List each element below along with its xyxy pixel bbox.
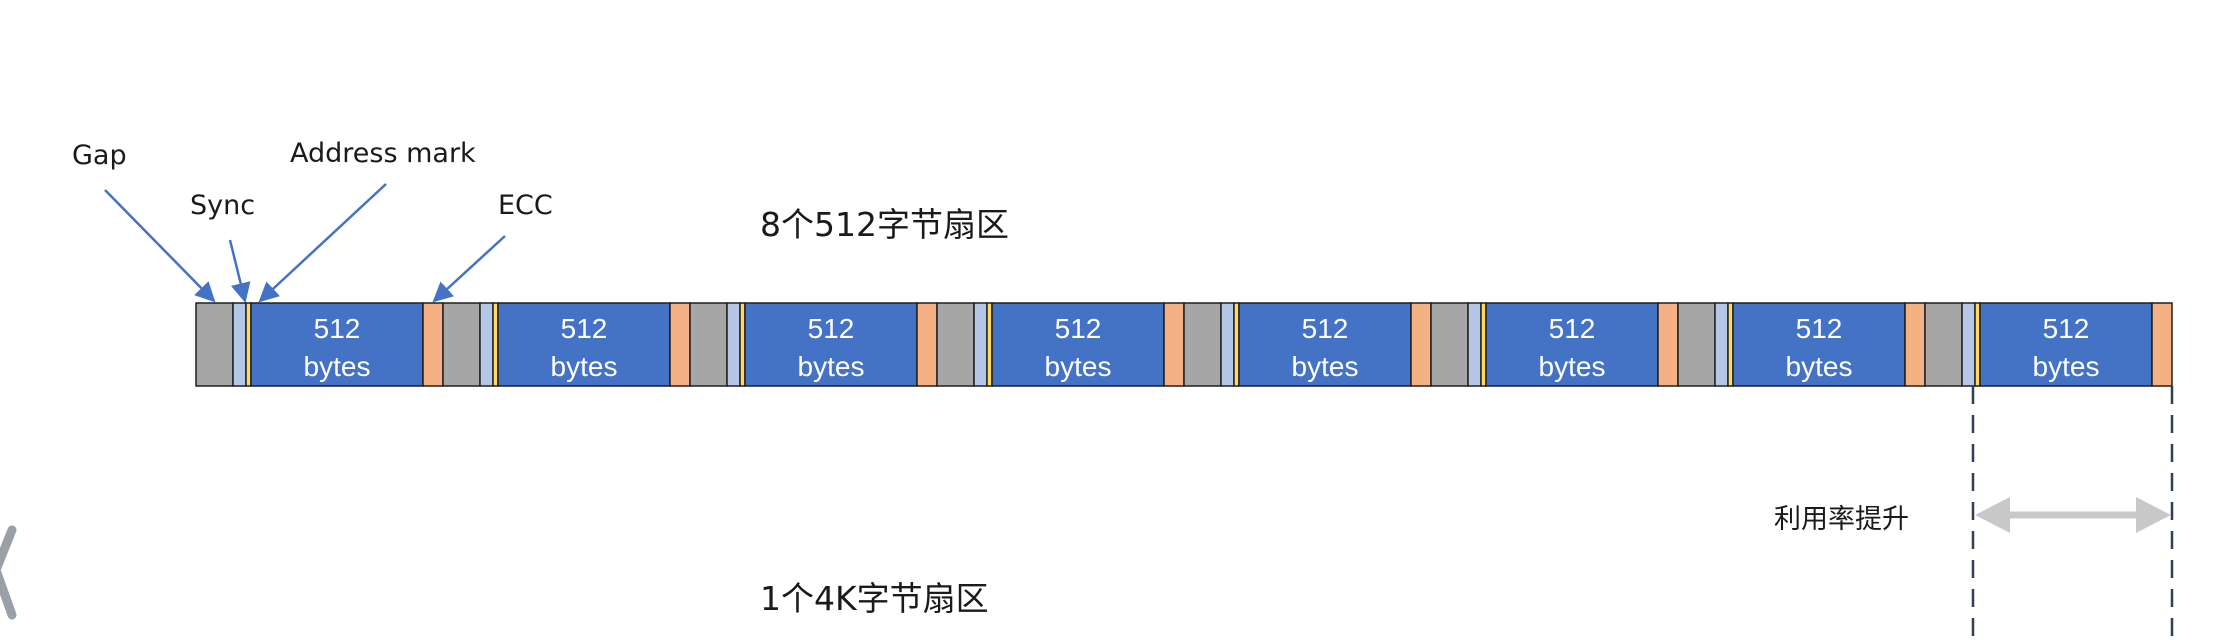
sector-bar: 512 bytes 512 bytes 512 bytes 512 bytes 512 bytes… (195, 302, 2173, 387)
ecc-callout-arrow (432, 235, 506, 303)
sector-size-value: 512 (1549, 313, 1596, 344)
sector-size-value: 512 (314, 313, 361, 344)
gap-segment (1924, 302, 1963, 387)
sector-size-unit: bytes (304, 351, 371, 382)
gap-segment (442, 302, 481, 387)
one-sector-title: 1个4K字节扇区 (760, 579, 989, 618)
sync-segment (973, 302, 988, 387)
sector-size-value: 512 (1055, 313, 1102, 344)
utilization-double-arrow (1975, 497, 2171, 533)
data-segment (991, 302, 1165, 387)
data-segment (497, 302, 671, 387)
ecc-segment (422, 302, 444, 387)
sector-size-unit: bytes (798, 351, 865, 382)
ecc-segment (1410, 302, 1432, 387)
sector-size-unit: bytes (1045, 351, 1112, 382)
utilization-label: 利用率提升 (1774, 504, 1909, 535)
data-segment (1238, 302, 1412, 387)
sector-size-unit: bytes (1786, 351, 1853, 382)
gap-segment (1183, 302, 1222, 387)
data-segment (1732, 302, 1906, 387)
sync-segment (479, 302, 494, 387)
address-mark-label: Address mark (290, 138, 476, 169)
ecc-segment (669, 302, 691, 387)
sector-size-value: 512 (1302, 313, 1349, 344)
ecc-segment (1904, 302, 1926, 387)
sync-segment (1714, 302, 1729, 387)
ecc-segment (1163, 302, 1185, 387)
sync-segment (1467, 302, 1482, 387)
sync-callout-arrow (228, 239, 251, 303)
gap-segment (1677, 302, 1716, 387)
ecc-label: ECC (498, 190, 553, 221)
sector-size-unit: bytes (1292, 351, 1359, 382)
sector-size-unit: bytes (2033, 351, 2100, 382)
sector-size-unit: bytes (551, 351, 618, 382)
address-mark-callout-arrow (258, 183, 387, 303)
left-chevron-icon (0, 525, 17, 620)
sector-size-value: 512 (2043, 313, 2090, 344)
sync-segment (726, 302, 741, 387)
ecc-segment (2151, 302, 2173, 387)
sector-size-unit: bytes (1539, 351, 1606, 382)
gap-callout-arrow (104, 189, 216, 303)
data-segment (1979, 302, 2153, 387)
gap-label: Gap (72, 140, 127, 171)
ecc-segment (916, 302, 938, 387)
sync-label: Sync (190, 190, 256, 221)
gap-segment (195, 302, 234, 387)
data-segment (250, 302, 424, 387)
sync-segment (232, 302, 247, 387)
sector-size-value: 512 (561, 313, 608, 344)
ecc-segment (1657, 302, 1679, 387)
gap-segment (689, 302, 728, 387)
gap-segment (1430, 302, 1469, 387)
data-segment (1485, 302, 1659, 387)
gap-segment (936, 302, 975, 387)
sync-segment (1961, 302, 1976, 387)
sector-size-value: 512 (1796, 313, 1843, 344)
sync-segment (1220, 302, 1235, 387)
sector-size-value: 512 (808, 313, 855, 344)
eight-sectors-title: 8个512字节扇区 (760, 205, 1009, 244)
